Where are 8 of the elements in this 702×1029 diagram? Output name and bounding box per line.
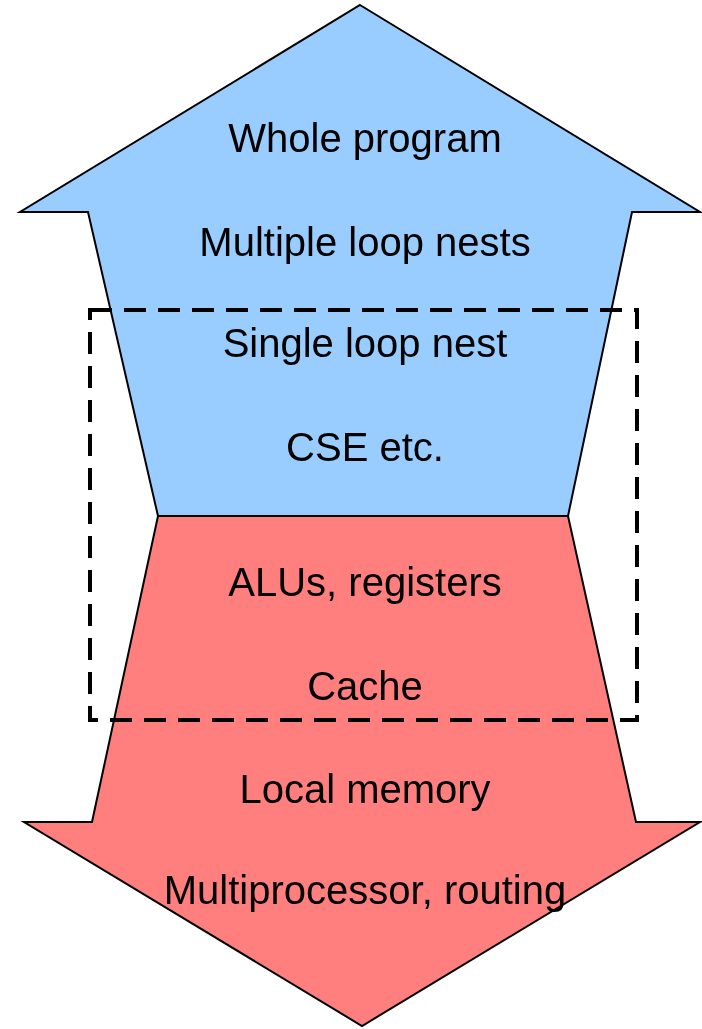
level-label: Single loop nest bbox=[222, 321, 508, 365]
level-label: Local memory bbox=[239, 767, 491, 811]
level-label: Cache bbox=[307, 664, 423, 708]
level-label: Multiprocessor, routing bbox=[163, 868, 567, 912]
level-label: ALUs, registers bbox=[228, 560, 502, 604]
level-label: Multiple loop nests bbox=[199, 220, 531, 264]
level-label: CSE etc. bbox=[286, 425, 444, 469]
level-label: Whole program bbox=[228, 116, 502, 160]
